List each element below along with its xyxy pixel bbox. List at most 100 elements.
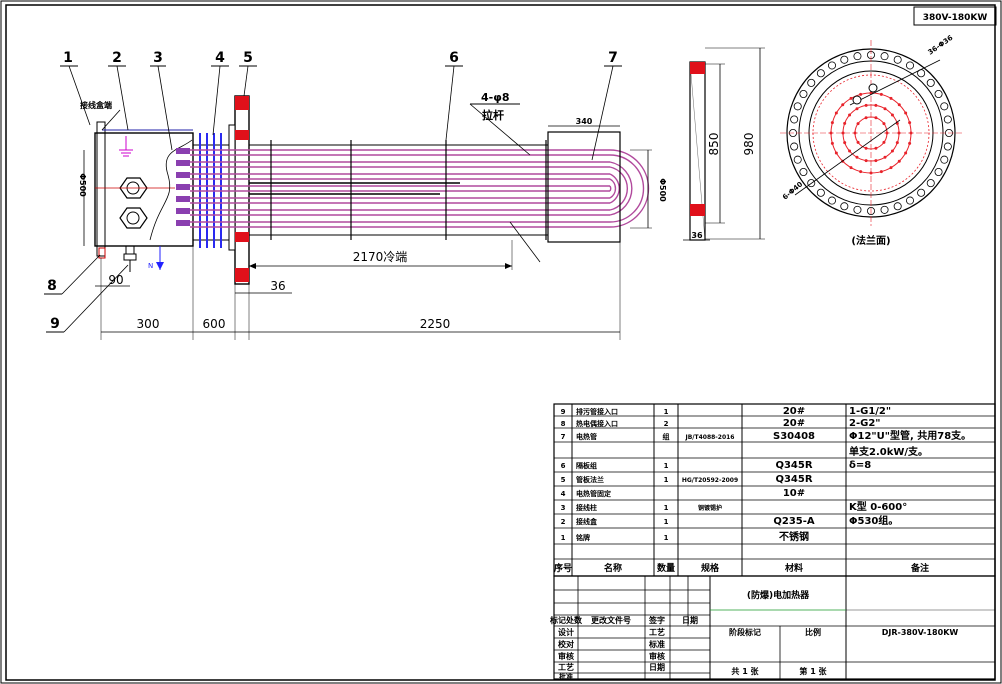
- bom-cell-material: Q345R: [775, 460, 812, 471]
- bom-cell-no: 5: [561, 476, 566, 484]
- bom-header-spec: 规格: [701, 562, 720, 574]
- note-bracket: 4-φ8: [481, 91, 509, 104]
- sheet-no: 第 1 张: [799, 666, 827, 676]
- bom-cell-qty: 组: [663, 432, 670, 441]
- balloon-8: 8: [47, 278, 57, 294]
- bom-cell-note: δ=8: [849, 460, 871, 471]
- bom-cell-material: 不锈钢: [779, 530, 809, 543]
- tb-mid-2: 审核: [649, 651, 665, 661]
- bom-cell-note: Φ530组。: [849, 514, 898, 527]
- svg-text:Φ500: Φ500: [658, 178, 667, 202]
- tb-mid-3: 日期: [649, 662, 665, 672]
- bom-cell-name: 电热管固定: [576, 489, 611, 498]
- bom-header-note: 备注: [910, 562, 929, 574]
- bolt-hole: [828, 61, 837, 70]
- bom-cell-material: 20#: [783, 418, 805, 429]
- junction-box: [94, 132, 194, 247]
- bom-cell-note: K型 0-600°: [849, 500, 907, 513]
- bolt-hole: [807, 78, 816, 87]
- bom-cell-name: 电热管: [576, 432, 597, 441]
- bom-cell-qty: 2: [664, 420, 669, 428]
- bolt-hole: [934, 90, 943, 99]
- svg-text:36: 36: [691, 231, 703, 240]
- terminal-studs: [176, 148, 190, 226]
- bolt-hole: [893, 55, 902, 64]
- dim-850: 850: [707, 133, 721, 156]
- bolt-hole: [893, 202, 902, 211]
- bom-cell-qty: 1: [664, 518, 669, 526]
- cable-gland-lower: [119, 207, 148, 229]
- bom-cell-no: 1: [561, 534, 566, 542]
- tb-change-2: 日期: [682, 615, 698, 625]
- svg-text:36-Φ36: 36-Φ36: [927, 34, 955, 57]
- bom-header-name: 名称: [604, 562, 622, 574]
- bom-cell-no: 7: [561, 433, 566, 441]
- dim-600: 600: [203, 317, 226, 331]
- tb-left-0: 标记处数: [549, 615, 583, 625]
- note-tie-rod: 拉杆: [482, 108, 504, 122]
- bom-cell-spec: JB/T4088-2016: [685, 434, 735, 441]
- bom-cell-note: 1-G1/2": [849, 406, 891, 417]
- bom-cell-no: 3: [561, 504, 566, 512]
- drawing-number: DJR-380V-180KW: [882, 628, 959, 637]
- dim-300: 300: [137, 317, 160, 331]
- bom-cell-note: 2-G2": [849, 418, 880, 429]
- bom-cell-name: 排污管接入口: [576, 407, 618, 416]
- bom-cell-qty: 1: [664, 408, 669, 416]
- tb-left-1: 设计: [558, 627, 574, 637]
- bom-header-qty: 数量: [657, 562, 675, 574]
- bolt-hole: [880, 52, 889, 61]
- bolt-hole: [816, 69, 825, 78]
- svg-text:接线盒端: 接线盒端: [80, 100, 112, 110]
- bolt-hole: [917, 188, 926, 197]
- bom-cell-name: 铭牌: [576, 533, 590, 542]
- dim-90: 90: [108, 273, 123, 287]
- bolt-hole: [840, 55, 849, 64]
- balloon-7: 7: [608, 50, 618, 66]
- balloon-3: 3: [153, 50, 163, 66]
- bom-cell-no: 6: [561, 462, 566, 470]
- flange-face-view: 36-Φ36 6-Φ40 (法兰面): [780, 34, 962, 247]
- bom-cell-name: 热电偶接入口: [576, 419, 618, 428]
- bom-cell-qty: 1: [664, 504, 669, 512]
- bom-cell-spec: 铜镀锡护: [698, 504, 722, 512]
- bolt-hole: [906, 61, 915, 70]
- bom-cell-name: 接线盒: [576, 517, 598, 526]
- baffle-plates: [270, 140, 547, 240]
- bolt-hole: [940, 155, 949, 164]
- nameplate: [96, 121, 106, 257]
- inner-frame: [5, 4, 996, 681]
- dim-2250: 2250: [420, 317, 451, 331]
- bolt-hole: [790, 142, 799, 151]
- bom-cell-name: 隔板组: [576, 461, 597, 470]
- balloon-4: 4: [215, 50, 225, 66]
- end-support: [547, 131, 621, 243]
- tb-change-0: 更改文件号: [591, 615, 631, 625]
- tube-sheet-flange: [234, 95, 250, 285]
- bolt-hole: [926, 78, 935, 87]
- bom-cell-qty: 1: [664, 462, 669, 470]
- balloon-1: 1: [63, 50, 73, 66]
- stage-label: 阶段标记: [729, 627, 761, 637]
- bolt-hole: [926, 179, 935, 188]
- bom-cell-material: 10#: [783, 488, 805, 499]
- dim-980: 980: [742, 133, 756, 156]
- side-view: 接线盒端 N: [44, 50, 667, 340]
- bom-cell-no: 8: [561, 420, 566, 428]
- dim-36: 36: [270, 279, 285, 293]
- bolt-hole: [799, 90, 808, 99]
- bom-cell-material: 20#: [783, 406, 805, 417]
- bom-cell-no: 4: [561, 490, 566, 498]
- balloon-2: 2: [112, 50, 122, 66]
- tb-change-1: 签字: [648, 615, 665, 625]
- bom-cell-note: Φ12"U"型管, 共用78支。: [849, 429, 971, 442]
- drain-outlet: [125, 245, 135, 255]
- bom-cell-spec: HG/T20592-2009: [682, 477, 738, 484]
- tb-mid-0: 工艺: [649, 627, 665, 637]
- drawing-code-box: [913, 6, 997, 26]
- bom-cell-qty: 1: [664, 534, 669, 542]
- bolt-hole: [853, 52, 862, 61]
- bolt-hole: [793, 155, 802, 164]
- dim-2170: 2170冷端: [353, 250, 408, 264]
